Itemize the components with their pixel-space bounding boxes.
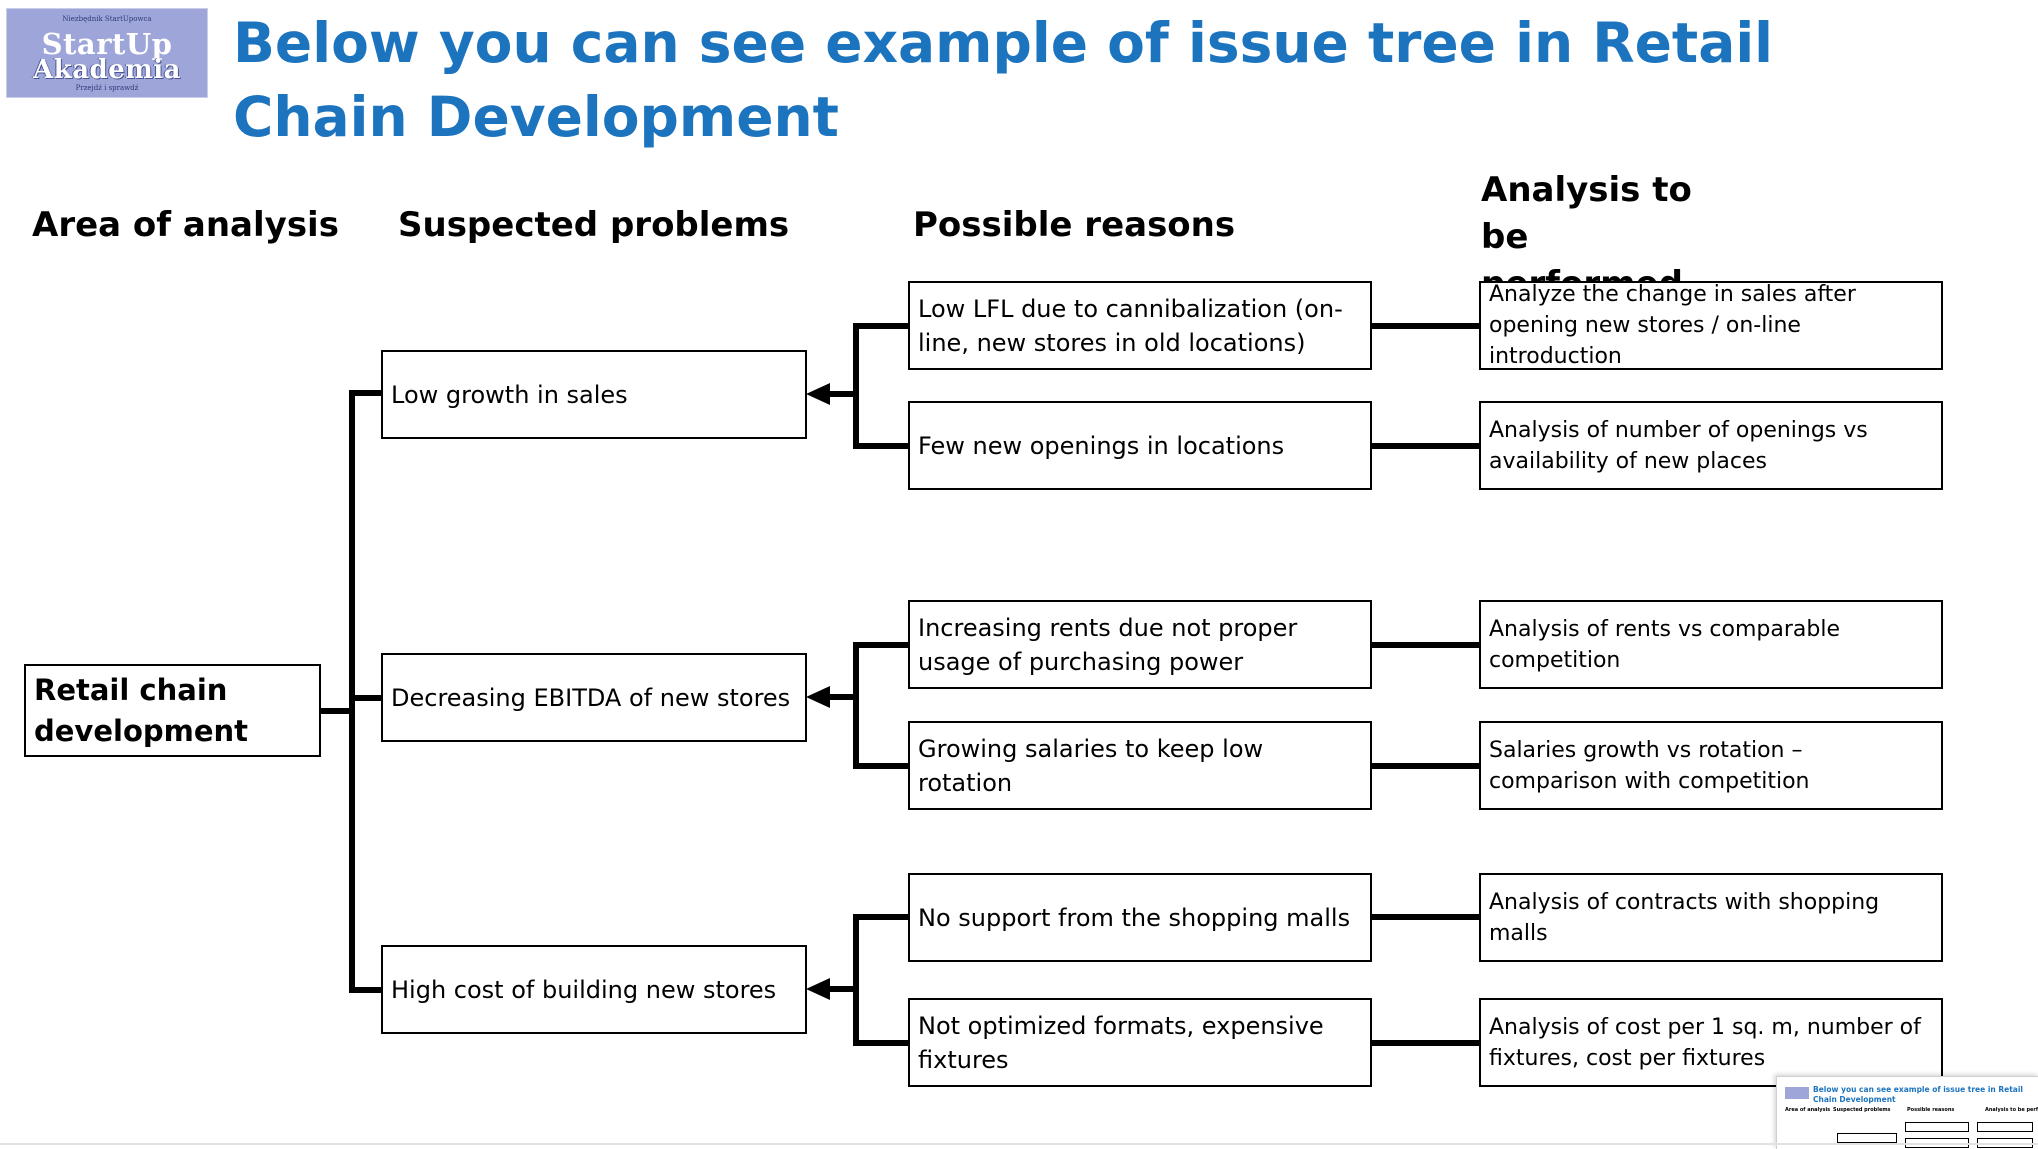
- thumbnail-header-reasons: Possible reasons: [1907, 1107, 1955, 1113]
- thumbnail-header-area: Area of analysis: [1785, 1107, 1831, 1113]
- slide-title: Below you can see example of issue tree …: [233, 11, 1774, 149]
- analysis-node-4: Salaries growth vs rotation – comparison…: [1479, 721, 1943, 810]
- problem-node-1: Low growth in sales: [381, 350, 807, 439]
- thumbnail-header-analysis: Analysis to be performed: [1985, 1107, 2038, 1113]
- thumbnail-title: Below you can see example of issue tree …: [1813, 1085, 2024, 1104]
- problem-node-2: Decreasing EBITDA of new stores: [381, 653, 807, 742]
- thumbnail-header-problems: Suspected problems: [1833, 1107, 1891, 1113]
- problem-node-3: High cost of building new stores: [381, 945, 807, 1034]
- reason-node-5: No support from the shopping malls: [908, 873, 1372, 962]
- root-node: Retail chain development: [24, 664, 321, 757]
- arrowhead-problem-2: [806, 686, 830, 708]
- slide-thumbnail[interactable]: Below you can see example of issue tree …: [1776, 1076, 2038, 1149]
- thumbnail-box: [1905, 1122, 1969, 1132]
- arrowhead-problem-1: [806, 383, 830, 405]
- reason-node-1: Low LFL due to cannibalization (on-line,…: [908, 281, 1372, 370]
- thumbnail-box: [1977, 1122, 2033, 1132]
- reason-node-3: Increasing rents due not proper usage of…: [908, 600, 1372, 689]
- analysis-node-6: Analysis of cost per 1 sq. m, number of …: [1479, 998, 1943, 1087]
- column-header-problems: Suspected problems: [398, 205, 790, 245]
- analysis-node-1: Analyze the change in sales after openin…: [1479, 281, 1943, 370]
- analysis-node-3: Analysis of rents vs comparable competit…: [1479, 600, 1943, 689]
- logo-line-2: Akademia: [33, 55, 181, 85]
- bottom-divider: [0, 1143, 2038, 1145]
- arrowhead-problem-3: [806, 978, 830, 1000]
- thumbnail-logo: [1785, 1087, 1809, 1099]
- thumbnail-box: [1837, 1133, 1897, 1143]
- reason-node-6: Not optimized formats, expensive fixture…: [908, 998, 1372, 1087]
- analysis-node-2: Analysis of number of openings vs availa…: [1479, 401, 1943, 490]
- column-header-reasons: Possible reasons: [913, 205, 1236, 245]
- startup-akademia-logo: Niezbędnik StartUpowca StartUp Akademia …: [6, 8, 208, 98]
- analysis-node-5: Analysis of contracts with shopping mall…: [1479, 873, 1943, 962]
- logo-bottom-text: Przejdź i sprawdź: [75, 84, 139, 92]
- reason-node-2: Few new openings in locations: [908, 401, 1372, 490]
- reason-node-4: Growing salaries to keep low rotation: [908, 721, 1372, 810]
- column-header-area: Area of analysis: [32, 205, 339, 245]
- logo-top-text: Niezbędnik StartUpowca: [62, 15, 152, 23]
- logo-line-1: StartUp: [41, 27, 173, 61]
